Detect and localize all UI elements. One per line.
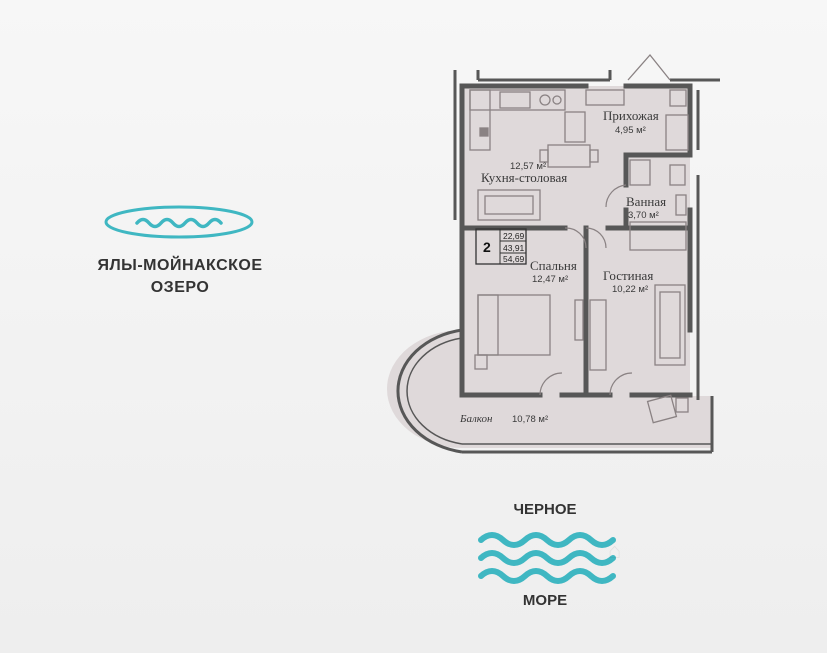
dining-table xyxy=(539,111,599,168)
building-edges xyxy=(453,70,720,452)
rooms-count: 2 xyxy=(483,239,491,255)
kitchen-counter xyxy=(469,89,566,151)
bathroom-fixtures xyxy=(629,159,687,251)
sea-waves-icon xyxy=(478,532,616,584)
balcony-area: 10,78 м² xyxy=(512,414,548,425)
kitchen-name: Кухня-столовая xyxy=(481,170,567,185)
entrance-door xyxy=(627,53,671,81)
balcony-outline xyxy=(396,328,712,454)
area-usable: 43,91 xyxy=(503,243,525,253)
living-name: Гостиная xyxy=(603,268,653,283)
kitchen-area: 12,57 м² xyxy=(510,161,546,172)
bedroom-name: Спальня xyxy=(530,258,577,273)
hallway-wardrobe xyxy=(585,89,689,151)
watermark: ⌂ xyxy=(608,538,622,563)
hallway-area: 4,95 м² xyxy=(615,125,646,136)
bathroom-name: Ванная xyxy=(626,194,666,209)
floor-plan: 2 22,69 43,91 54,69 Прихожая 4,95 м² 12,… xyxy=(387,53,720,454)
bedroom-bed xyxy=(474,294,584,370)
area-living: 22,69 xyxy=(503,231,525,241)
lake-wave-icon xyxy=(104,205,254,239)
living-area: 10,22 м² xyxy=(612,284,648,295)
walls xyxy=(459,83,693,398)
sea-label-top: ЧЕРНОЕ xyxy=(513,501,577,518)
door-swings xyxy=(539,184,633,396)
living-sofa xyxy=(589,284,686,371)
bedroom-area: 12,47 м² xyxy=(532,274,568,285)
balcony-chair xyxy=(646,394,689,424)
bathroom-area: 3,70 м² xyxy=(628,210,659,221)
kitchen-sofa xyxy=(477,189,541,221)
balcony-name: Балкон xyxy=(459,413,493,425)
apartment-summary: 2 22,69 43,91 54,69 xyxy=(475,228,527,265)
area-total: 54,69 xyxy=(503,254,525,264)
hallway-name: Прихожая xyxy=(603,108,659,123)
sea-label-bottom: МОРЕ xyxy=(522,592,568,609)
lake-label-line2: ОЗЕРО xyxy=(150,279,210,296)
lake-label-line1: ЯЛЫ-МОЙНАКСКОЕ xyxy=(97,257,263,274)
